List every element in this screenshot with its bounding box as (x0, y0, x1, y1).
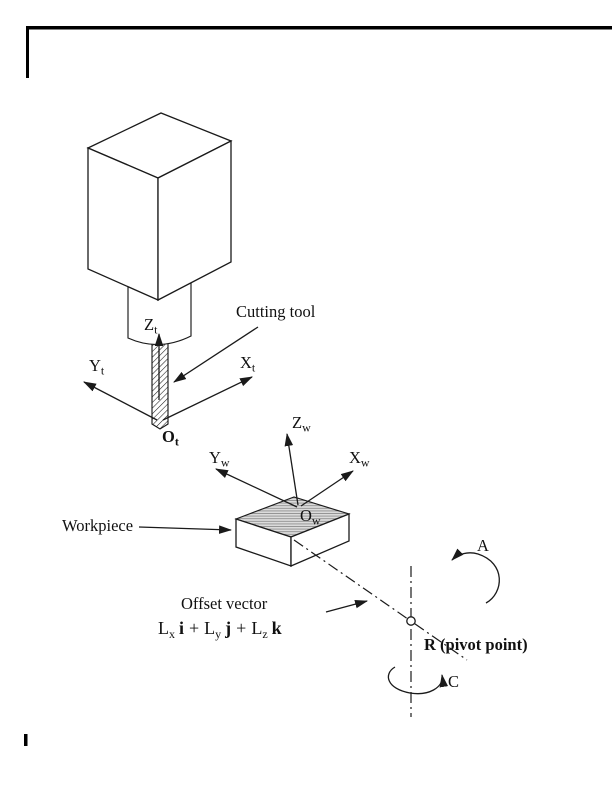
tool-x-axis-arrow (162, 376, 253, 421)
a-rotation-arrow (451, 548, 500, 604)
work-x-axis-arrow (300, 470, 354, 507)
tool-y-axis-arrow (83, 381, 158, 421)
c-axis-label: C (448, 672, 459, 691)
spindle-box-right (157, 139, 232, 302)
work-x-label: Xw (349, 448, 370, 470)
scan-artifact-bottom-mark (24, 734, 28, 746)
tool-x-label: Xt (240, 353, 256, 375)
workpiece-right-face (290, 513, 350, 567)
workpiece-arrow (138, 525, 233, 534)
a-axis-label: A (477, 536, 489, 555)
scan-artifact-top-line (28, 26, 612, 30)
tool-shaft (151, 337, 169, 430)
cutting-tool-callout: Cutting tool (173, 302, 316, 383)
work-frame: Zw Yw Xw Ow (209, 413, 370, 528)
workpiece-label: Workpiece (62, 516, 133, 535)
work-origin-label: Ow (300, 506, 321, 528)
work-y-axis-arrow (215, 468, 298, 508)
work-y-label: Yw (209, 448, 230, 470)
scan-artifact-left-line (26, 26, 29, 78)
pivot-point-label: R (pivot point) (424, 635, 528, 654)
tool-y-label: Yt (89, 356, 105, 378)
offset-vector-axis-line (293, 539, 468, 661)
work-z-axis-arrow (284, 432, 299, 506)
offset-vector-arrow (325, 599, 369, 613)
pivot-point-marker (406, 616, 416, 626)
pivot-group: R (pivot point) A C (387, 536, 528, 717)
cutting-tool-label: Cutting tool (236, 302, 316, 321)
scan-artifacts (24, 26, 612, 746)
tool-frame: Zt Yt Xt Ot (83, 315, 256, 449)
c-rotation-arrow (387, 666, 449, 695)
spindle-assembly (86, 112, 233, 430)
work-z-label: Zw (292, 413, 311, 435)
cutting-tool-arrow (173, 326, 259, 383)
tool-z-label: Zt (144, 315, 158, 337)
tool-origin-label: Ot (162, 427, 179, 449)
workpiece-block (234, 496, 351, 567)
offset-vector-label: Offset vector (181, 594, 268, 613)
workpiece-callout: Workpiece (62, 516, 233, 535)
